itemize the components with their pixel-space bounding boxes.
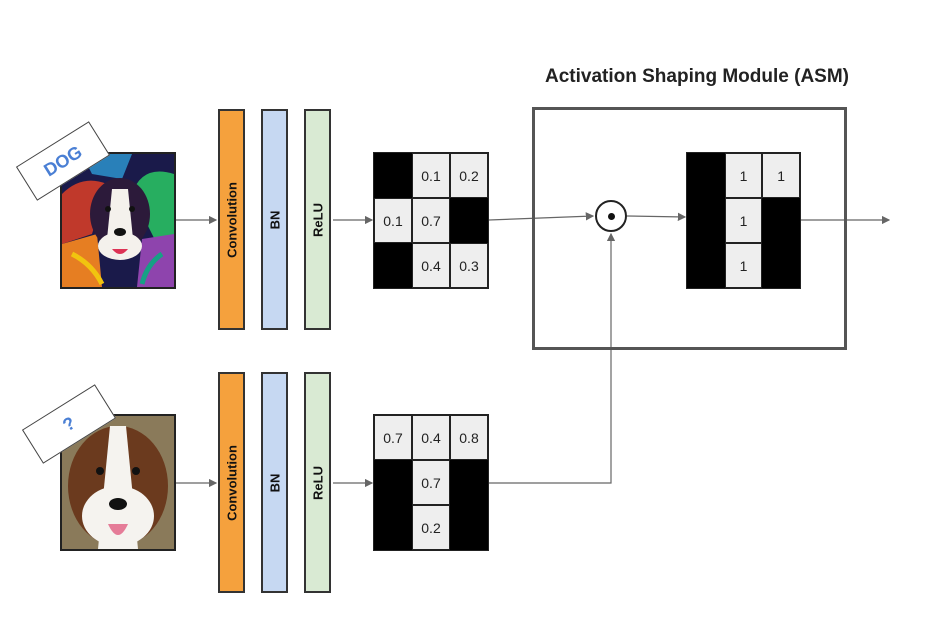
activation-cell: 0.7 [374,415,412,460]
bottom-label-text: ? [58,412,79,435]
activation-cell [687,243,725,288]
activation-cell: 1 [724,198,763,243]
bottom-convolution-layer: Convolution [218,372,245,593]
asm-title: Activation Shaping Module (ASM) [545,66,849,87]
bottom-bn-label: BN [267,473,282,492]
activation-cell [687,198,725,243]
activation-cell: 0.4 [412,415,450,460]
activation-cell: 1 [724,243,763,288]
activation-cell: 0.7 [412,460,450,505]
activation-cell [762,198,800,243]
activation-cell: 0.1 [412,153,450,198]
asm-module-box [532,107,847,350]
activation-cell [374,153,412,198]
activation-cell: 0.2 [412,505,450,550]
top-bn-label: BN [267,210,282,229]
top-bn-layer: BN [261,109,288,330]
bottom-bn-layer: BN [261,372,288,593]
top-dog-image [60,152,176,289]
activation-cell [374,505,412,550]
activation-cell: 1 [762,153,800,198]
activation-cell: 0.2 [450,153,488,198]
activation-cell: 0.4 [412,243,450,288]
activation-cell [374,460,412,505]
activation-cell [687,153,725,198]
activation-cell: 1 [724,153,763,198]
activation-cell [450,460,488,505]
top-convolution-label: Convolution [224,181,239,258]
activation-cell: 0.3 [450,243,488,288]
hadamard-product-icon [595,200,627,232]
top-relu-label: ReLU [310,202,325,237]
bottom-relu-label: ReLU [310,465,325,500]
activation-cell [450,198,488,243]
arrow-bottom-grid-to-odot [489,232,616,484]
top-convolution-layer: Convolution [218,109,245,330]
activation-cell [450,505,488,550]
bottom-relu-layer: ReLU [304,372,331,593]
activation-cell [762,243,800,288]
arrow-odot-to-output-grid [626,212,687,222]
activation-cell: 0.8 [450,415,488,460]
activation-cell: 0.7 [412,198,450,243]
activation-cell: 0.1 [374,198,412,243]
top-relu-layer: ReLU [304,109,331,330]
bottom-convolution-label: Convolution [224,444,239,521]
arrow-top-grid-to-odot [488,212,595,221]
activation-cell [374,243,412,288]
